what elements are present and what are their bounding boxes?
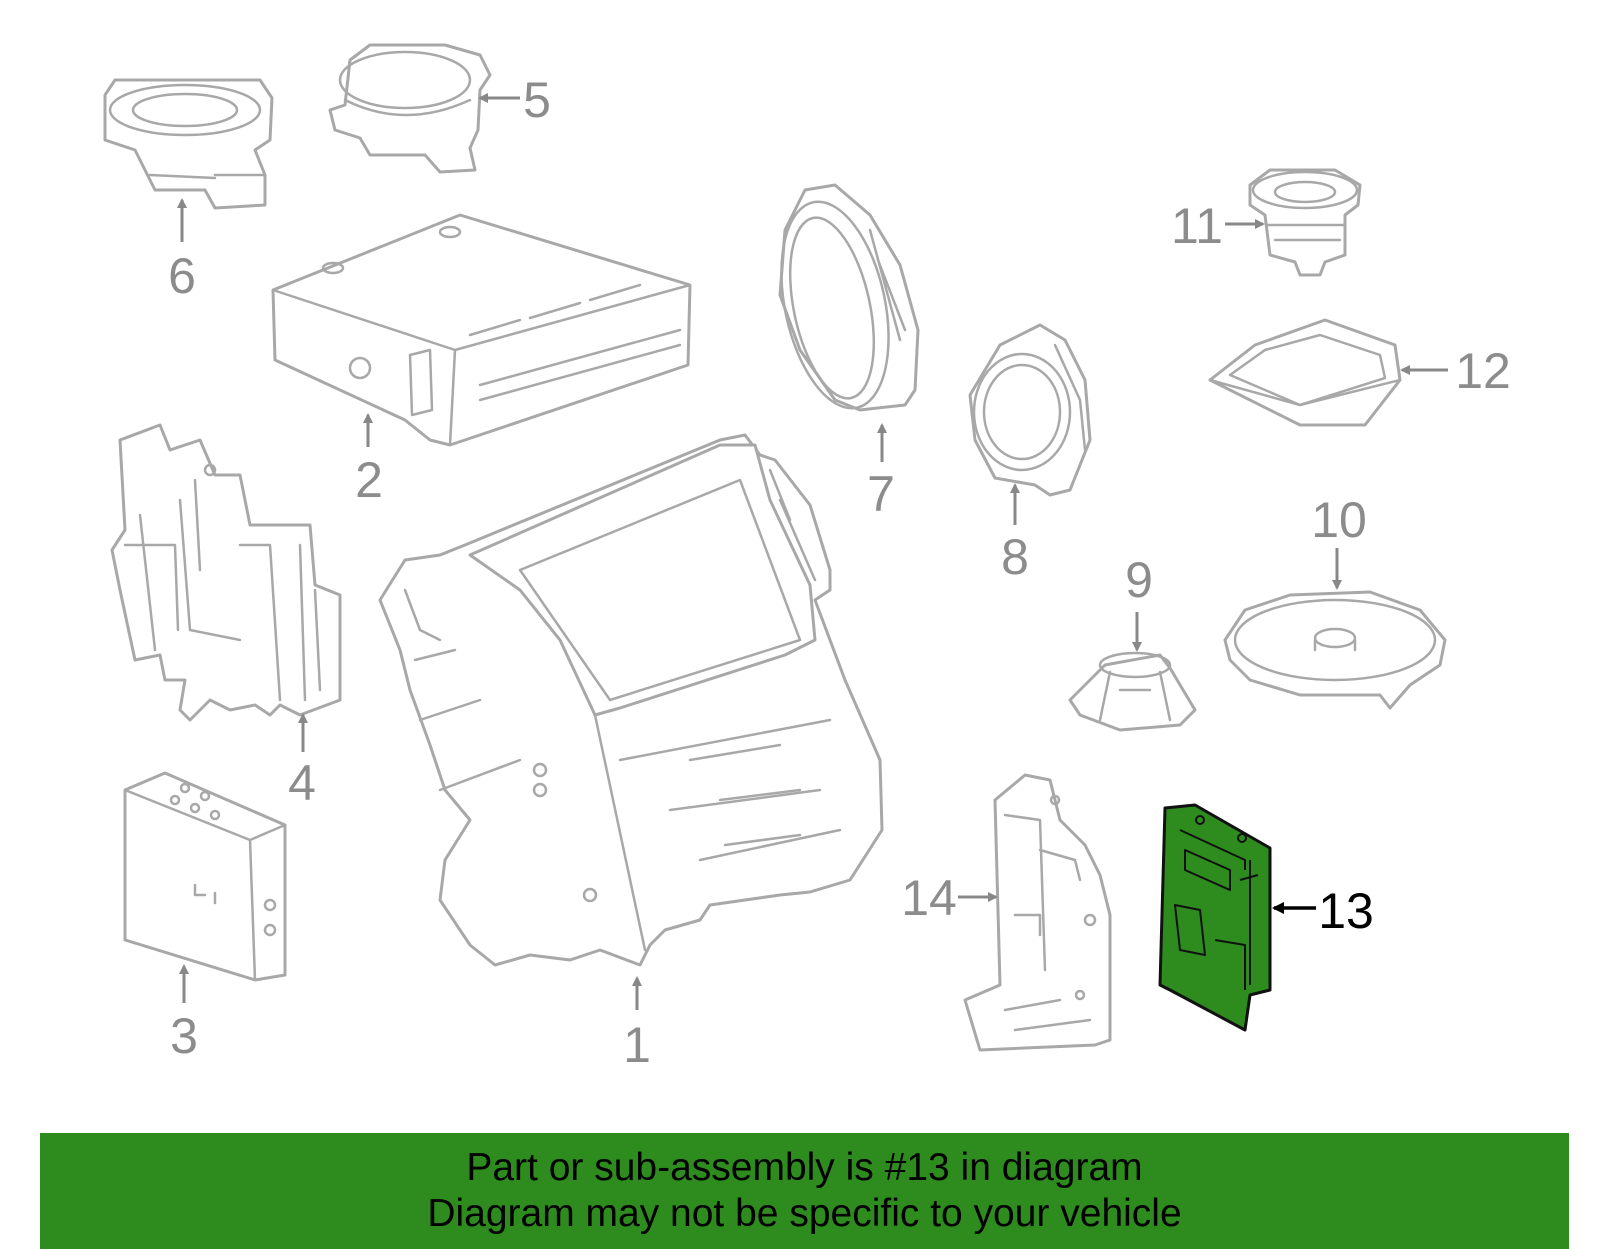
part-7-speaker[interactable]: [764, 183, 920, 418]
callout-10: 10: [1311, 492, 1367, 548]
part-6-speaker[interactable]: [103, 78, 274, 210]
part-2-receiver[interactable]: [271, 213, 692, 447]
callout-9: 9: [1125, 552, 1153, 608]
callout-12: 12: [1455, 343, 1511, 399]
callout-14: 14: [901, 870, 957, 926]
part-5-speaker[interactable]: [328, 43, 492, 174]
callout-8: 8: [1001, 529, 1029, 585]
part-3-module[interactable]: [123, 771, 287, 982]
part-14-bracket[interactable]: [963, 773, 1112, 1052]
callout-13: 13: [1318, 883, 1374, 939]
info-banner: Part or sub-assembly is #13 in diagram D…: [40, 1133, 1569, 1249]
banner-line-disclaimer: Diagram may not be specific to your vehi…: [427, 1192, 1182, 1235]
callout-3: 3: [170, 1008, 198, 1064]
callout-6: 6: [168, 248, 196, 304]
part-9-speaker[interactable]: [1068, 651, 1197, 732]
callout-11: 11: [1171, 198, 1223, 254]
callout-5: 5: [523, 72, 551, 128]
callout-2: 2: [355, 452, 383, 508]
banner-line-part-number: Part or sub-assembly is #13 in diagram: [466, 1146, 1143, 1189]
callout-1: 1: [623, 1017, 651, 1073]
part-13-module-highlighted[interactable]: [1158, 803, 1272, 1032]
part-10-speaker[interactable]: [1223, 590, 1447, 710]
part-4-bracket[interactable]: [110, 423, 342, 722]
part-11-speaker[interactable]: [1248, 168, 1362, 277]
part-12-bezel[interactable]: [1208, 318, 1402, 427]
callout-4: 4: [288, 755, 316, 811]
part-8-speaker[interactable]: [968, 323, 1092, 497]
callout-7: 7: [867, 466, 895, 522]
part-1-display-panel[interactable]: [378, 433, 884, 967]
